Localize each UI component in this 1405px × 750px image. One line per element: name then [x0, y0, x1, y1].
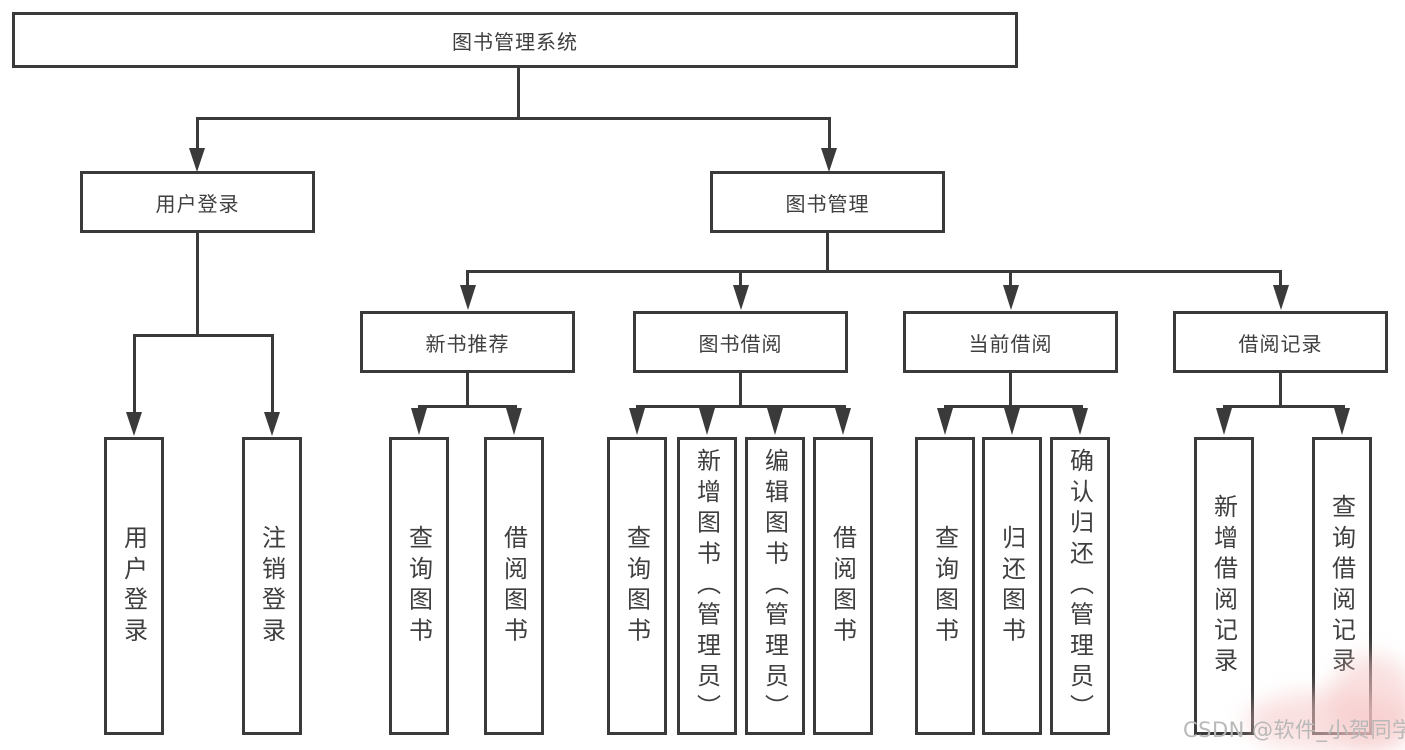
- node-book-management: 图书管理: [710, 171, 945, 233]
- connector-line: [827, 117, 831, 149]
- arrow-down-icon: [1334, 408, 1350, 435]
- watermark-text: CSDN @软件_小贺同学: [1183, 718, 1405, 742]
- arrow-down-icon: [189, 148, 205, 172]
- arrow-down-icon: [699, 408, 715, 435]
- arrow-down-icon: [506, 408, 522, 435]
- leaf-edit-books-admin: 编辑图书（管理员）: [745, 437, 805, 735]
- node-label: 查询图书: [930, 524, 959, 648]
- node-current-borrowing: 当前借阅: [903, 311, 1118, 373]
- connector-line: [466, 373, 469, 408]
- connector-line: [195, 117, 199, 149]
- arrow-down-icon: [1272, 285, 1289, 310]
- connector-line: [417, 405, 517, 408]
- arrow-down-icon: [264, 412, 280, 436]
- node-user-login: 用户登录: [80, 171, 315, 233]
- leaf-query-books-recommend: 查询图书: [389, 437, 449, 735]
- connector-line: [1279, 373, 1282, 408]
- leaf-query-books-current: 查询图书: [915, 437, 975, 735]
- node-label: 用户登录: [155, 191, 240, 216]
- node-label: 归还图书: [997, 524, 1026, 648]
- connector-line: [1009, 270, 1012, 286]
- leaf-borrow-books-borrowing: 借阅图书: [813, 437, 873, 735]
- leaf-add-books-admin: 新增图书（管理员）: [677, 437, 737, 735]
- connector-line: [1222, 405, 1345, 408]
- leaf-borrow-books-recommend: 借阅图书: [484, 437, 544, 735]
- node-label: 借阅记录: [1238, 331, 1323, 356]
- arrow-down-icon: [937, 408, 953, 435]
- arrow-down-icon: [732, 285, 749, 310]
- node-library-management-system: 图书管理系统: [12, 12, 1018, 68]
- watermark-highlight: [1330, 655, 1405, 750]
- node-label: 借阅图书: [828, 524, 857, 648]
- connector-line: [466, 270, 469, 286]
- arrow-down-icon: [767, 408, 783, 435]
- node-borrowing-records: 借阅记录: [1173, 311, 1388, 373]
- arrow-down-icon: [1002, 285, 1019, 310]
- connector-line: [132, 334, 136, 414]
- connector-line: [270, 334, 274, 414]
- node-label: 确认归还（管理员）: [1065, 447, 1094, 725]
- connector-line: [943, 405, 1083, 408]
- leaf-query-books-borrowing: 查询图书: [607, 437, 667, 735]
- node-label: 图书借阅: [698, 331, 783, 356]
- connector-line: [132, 334, 274, 337]
- arrow-down-icon: [1216, 408, 1232, 435]
- node-label: 查询借阅记录: [1327, 493, 1356, 679]
- arrow-down-icon: [821, 148, 837, 172]
- connector-line: [739, 270, 742, 286]
- node-label: 当前借阅: [968, 331, 1053, 356]
- arrow-down-icon: [411, 408, 427, 435]
- arrow-down-icon: [1004, 408, 1020, 435]
- leaf-return-books: 归还图书: [982, 437, 1042, 735]
- node-new-book-recommend: 新书推荐: [360, 311, 575, 373]
- connector-line: [516, 68, 520, 118]
- node-book-borrowing: 图书借阅: [633, 311, 848, 373]
- node-label: 编辑图书（管理员）: [760, 447, 789, 725]
- connector-line: [1279, 270, 1282, 286]
- node-label: 图书管理系统: [452, 29, 578, 54]
- node-label: 注销登录: [257, 524, 286, 648]
- node-label: 新书推荐: [425, 331, 510, 356]
- connector-line: [826, 233, 829, 273]
- arrow-down-icon: [1072, 408, 1088, 435]
- connector-line: [635, 405, 846, 408]
- node-label: 查询图书: [622, 524, 651, 648]
- node-label: 用户登录: [119, 524, 148, 648]
- node-label: 图书管理: [785, 191, 870, 216]
- node-label: 查询图书: [404, 524, 433, 648]
- connector-line: [196, 233, 199, 337]
- connector-line: [466, 270, 1282, 273]
- leaf-add-borrow-record: 新增借阅记录: [1194, 437, 1254, 735]
- arrow-down-icon: [126, 412, 142, 436]
- connector-line: [1009, 373, 1012, 408]
- node-label: 新增借阅记录: [1209, 493, 1238, 679]
- arrow-down-icon: [835, 408, 851, 435]
- connector-line: [739, 373, 742, 408]
- node-label: 新增图书（管理员）: [692, 447, 721, 725]
- arrow-down-icon: [629, 408, 645, 435]
- leaf-confirm-return-admin: 确认归还（管理员）: [1050, 437, 1110, 735]
- node-label: 借阅图书: [499, 524, 528, 648]
- leaf-logout: 注销登录: [242, 437, 302, 735]
- arrow-down-icon: [459, 285, 476, 310]
- leaf-user-login: 用户登录: [104, 437, 164, 735]
- connector-line: [195, 117, 831, 120]
